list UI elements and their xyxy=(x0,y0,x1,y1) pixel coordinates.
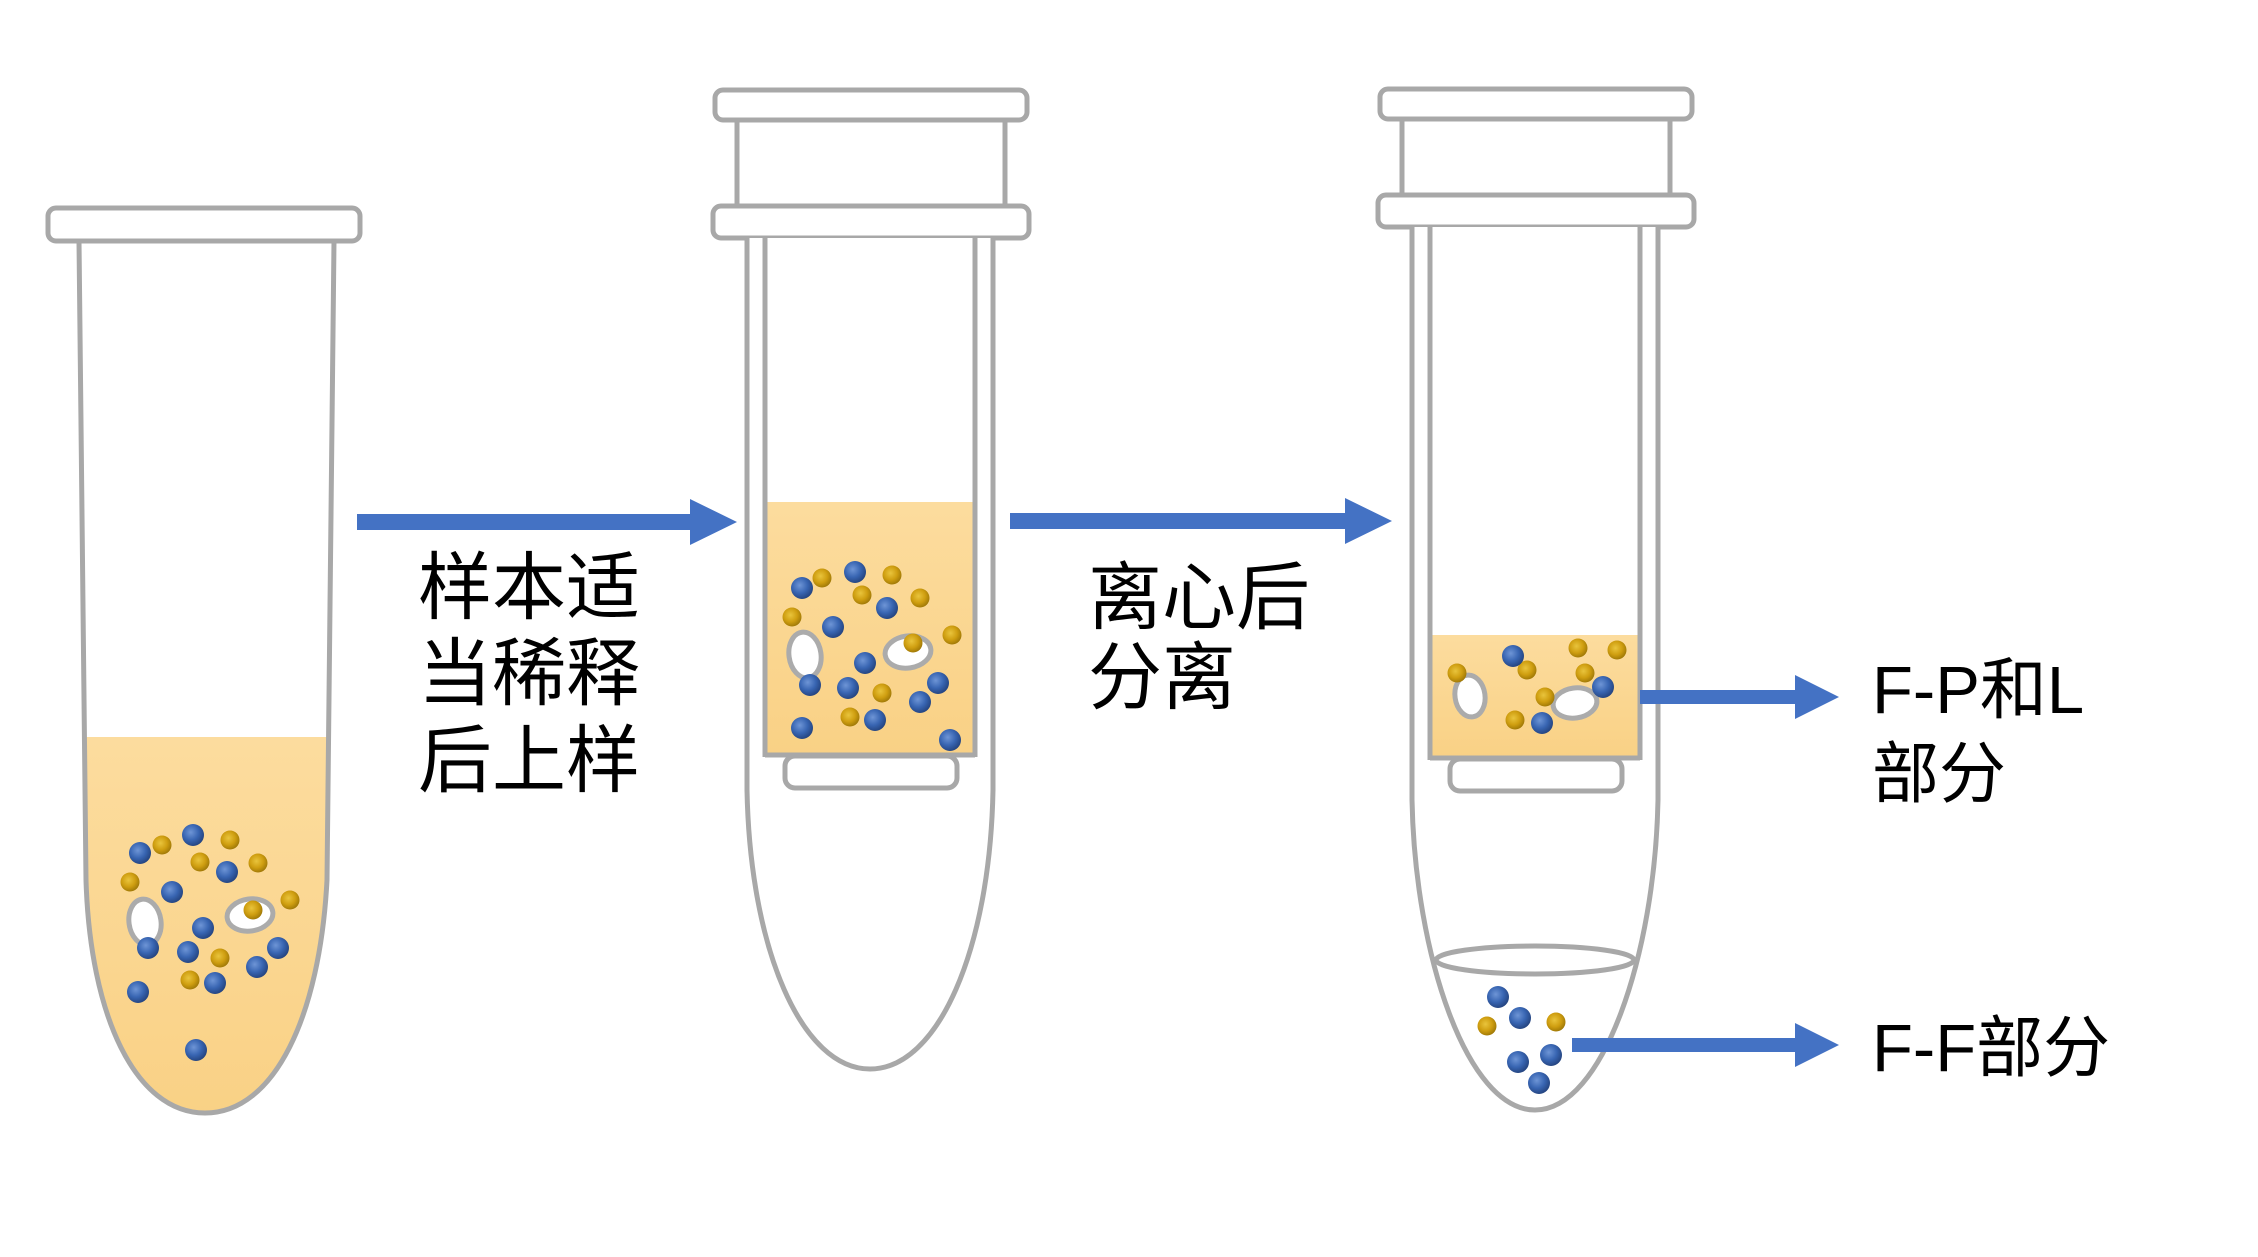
gold-particle xyxy=(782,607,802,627)
gold-particle xyxy=(882,565,902,585)
gold-particle xyxy=(180,970,200,990)
blue-particle xyxy=(927,672,949,694)
blue-particle xyxy=(1507,1051,1529,1073)
blue-particle xyxy=(844,561,866,583)
blue-particle xyxy=(1509,1007,1531,1029)
fraction-top-label-line2: 部分 xyxy=(1872,737,2006,812)
gold-particle xyxy=(910,588,930,608)
blue-particle xyxy=(1540,1044,1562,1066)
sample-tube-outline xyxy=(76,240,337,1116)
blue-particle xyxy=(129,842,151,864)
tube-cap xyxy=(1377,86,1695,122)
gold-particle xyxy=(210,948,230,968)
gold-particle xyxy=(1535,687,1555,707)
gold-particle xyxy=(1477,1016,1497,1036)
blue-particle xyxy=(876,597,898,619)
gold-particle xyxy=(942,625,962,645)
gold-particle xyxy=(1447,663,1467,683)
gold-particle xyxy=(872,683,892,703)
arrow-fraction-top-right-icon xyxy=(1640,675,1839,719)
blue-particle xyxy=(791,577,813,599)
gold-particle xyxy=(903,633,923,653)
gold-particle xyxy=(852,585,872,605)
arrow-step1-right-icon xyxy=(357,499,737,545)
vesicle-particle xyxy=(1452,672,1488,720)
blue-particle xyxy=(864,709,886,731)
sample-tube xyxy=(45,205,363,1116)
tube-cap-neck xyxy=(1399,114,1673,198)
gold-particle xyxy=(1505,710,1525,730)
gold-particle xyxy=(840,707,860,727)
blue-particle xyxy=(185,1039,207,1061)
arrow-step2-right-icon xyxy=(1010,498,1392,544)
fraction-bottom-label: F-F部分 xyxy=(1872,1011,2110,1086)
filter-tube-loaded xyxy=(710,87,1032,1072)
filtrate-particles xyxy=(1477,986,1566,1094)
gold-particle xyxy=(1517,660,1537,680)
step2-label-line1: 离心后 xyxy=(1088,556,1310,639)
tube-cap-neck xyxy=(734,115,1008,209)
gold-particle xyxy=(243,900,263,920)
blue-particle xyxy=(177,941,199,963)
fraction-top-label: F-P和L 部分 xyxy=(1872,653,2084,812)
filter-insert-bottom xyxy=(1447,756,1625,794)
tube-cap xyxy=(712,87,1030,123)
gold-particle xyxy=(152,835,172,855)
blue-particle xyxy=(799,674,821,696)
filter-insert-bottom xyxy=(782,753,960,791)
gold-particle xyxy=(220,830,240,850)
fraction-top-label-line1: F-P和L xyxy=(1872,653,2084,728)
gold-particle xyxy=(120,872,140,892)
blue-particle xyxy=(161,881,183,903)
step1-label-line2: 当稀释 xyxy=(418,632,640,715)
blue-particle xyxy=(1592,676,1614,698)
gold-particle xyxy=(1546,1012,1566,1032)
blue-particle xyxy=(791,717,813,739)
blue-particle xyxy=(127,981,149,1003)
blue-particle xyxy=(182,824,204,846)
filter-tube-separated xyxy=(1375,86,1697,1113)
blue-particle xyxy=(909,691,931,713)
gold-particle xyxy=(812,568,832,588)
blue-particle xyxy=(1528,1072,1550,1094)
blue-particle xyxy=(137,937,159,959)
sample-particles xyxy=(120,824,300,1061)
gold-particle xyxy=(248,853,268,873)
sample-tube-rim xyxy=(45,205,363,244)
step1-label-line1: 样本适 xyxy=(418,546,640,629)
blue-particle xyxy=(939,729,961,751)
blue-particle xyxy=(192,917,214,939)
blue-particle xyxy=(204,972,226,994)
tube-flange xyxy=(710,203,1032,241)
gold-particle xyxy=(190,852,210,872)
gold-particle xyxy=(1607,640,1627,660)
filtrate-surface xyxy=(1433,943,1637,977)
loaded-sample-particles xyxy=(782,561,962,751)
vesicle-particle xyxy=(1550,685,1600,721)
gold-particle xyxy=(1568,638,1588,658)
blue-particle xyxy=(267,937,289,959)
tube-flange xyxy=(1375,192,1697,230)
gold-particle xyxy=(280,890,300,910)
retained-fraction-particles xyxy=(1447,638,1627,734)
blue-particle xyxy=(854,652,876,674)
gold-particle xyxy=(1575,663,1595,683)
blue-particle xyxy=(822,616,844,638)
step2-label-line2: 分离 xyxy=(1088,636,1236,719)
blue-particle xyxy=(837,677,859,699)
step2-label: 离心后 分离 xyxy=(1088,556,1310,719)
blue-particle xyxy=(1487,986,1509,1008)
blue-particle xyxy=(246,956,268,978)
blue-particle xyxy=(216,861,238,883)
blue-particle xyxy=(1531,712,1553,734)
step1-label-line3: 后上样 xyxy=(418,719,640,802)
step1-label: 样本适 当稀释 后上样 xyxy=(418,546,640,802)
blue-particle xyxy=(1502,645,1524,667)
arrow-fraction-bottom-right-icon xyxy=(1572,1023,1839,1067)
